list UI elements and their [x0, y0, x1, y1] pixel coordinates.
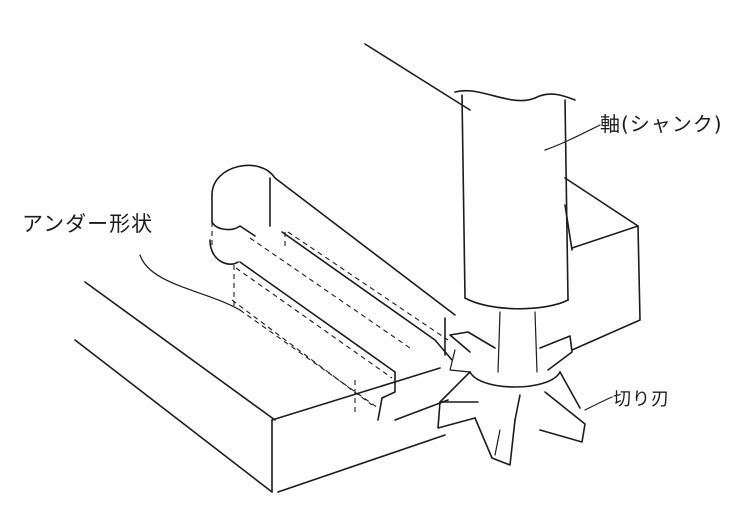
under-shape-label: アンダー形状 — [22, 212, 154, 236]
tool-shank — [454, 89, 576, 373]
cutting-edge-label: 切り刃 — [613, 389, 670, 410]
back-block — [364, 43, 641, 351]
under-slot — [209, 164, 456, 421]
leader-lines — [139, 124, 613, 411]
shank-label: 軸(シャンク) — [600, 112, 723, 136]
workpiece-block — [74, 281, 449, 493]
cutting-tool — [437, 331, 586, 466]
